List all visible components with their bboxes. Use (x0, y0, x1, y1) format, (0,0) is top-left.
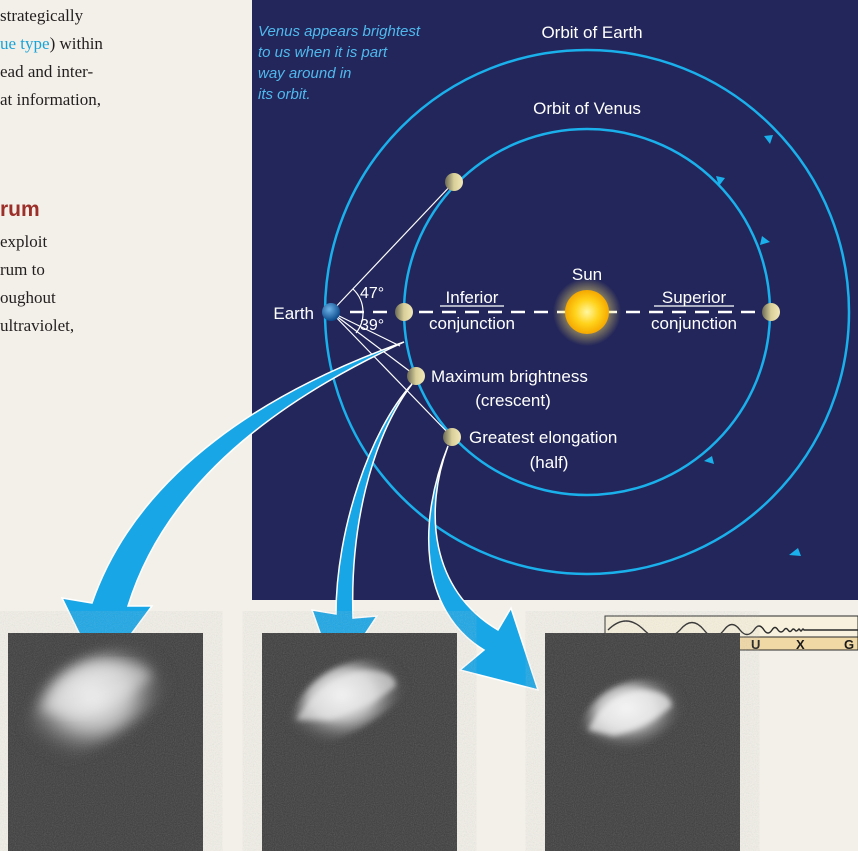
venus-photo-1 (8, 633, 203, 851)
superior-label-2: conjunction (651, 314, 737, 333)
arrowhead-icon (789, 548, 801, 556)
venus-orbit-label: Orbit of Venus (533, 99, 641, 118)
body-line: at information, (0, 90, 102, 109)
section-heading: rum (0, 198, 40, 221)
max-brightness-label-2: (crescent) (475, 391, 551, 410)
sun-icon (565, 290, 609, 334)
venus-positions (395, 173, 780, 446)
arrowhead-icon (716, 176, 725, 186)
caption-line: its orbit. (258, 86, 311, 103)
venus-superior-icon (762, 303, 780, 321)
max-brightness-label-1: Maximum brightness (431, 367, 588, 386)
earth-label: Earth (273, 304, 314, 323)
greatest-elongation-label-1: Greatest elongation (469, 428, 617, 447)
body-line: oughout (0, 288, 56, 307)
caption-line: way around in (258, 65, 351, 82)
body-line: ue type) within (0, 34, 103, 53)
venus-greatest-elongation-icon (443, 428, 461, 446)
venus-photo-2 (262, 633, 457, 851)
arrowhead-icon (704, 456, 714, 464)
body-line: exploit (0, 232, 48, 251)
caption-line: to us when it is part (258, 44, 388, 61)
body-line: rum to (0, 260, 45, 279)
inferior-label-2: conjunction (429, 314, 515, 333)
body-line: ead and inter- (0, 62, 94, 81)
orbit-direction-arrows (704, 135, 801, 556)
greatest-elongation-label-2: (half) (530, 453, 569, 472)
venus-upper-icon (445, 173, 463, 191)
venus-photo-3 (545, 633, 740, 851)
body-line: strategically (0, 6, 84, 25)
blue-type-link[interactable]: ue type (0, 34, 50, 53)
angle-47-label: 47° (360, 285, 384, 302)
inferior-label-1: Inferior (446, 288, 499, 307)
spectrum-letter-g: G (844, 637, 854, 652)
arrowhead-icon (764, 135, 773, 144)
superior-label-1: Superior (662, 288, 727, 307)
arrowhead-icon (760, 236, 770, 245)
body-text-column: strategically ue type) within ead and in… (0, 0, 250, 400)
caption-line: Venus appears brightest (258, 23, 421, 40)
sun-label: Sun (572, 265, 602, 284)
body-line: ultraviolet, (0, 316, 75, 335)
venus-inferior-icon (395, 303, 413, 321)
earth-icon (322, 303, 340, 321)
spectrum-letter-u: U (751, 637, 760, 652)
arrow-to-photo-3 (428, 445, 540, 692)
venus-max-brightness-icon (407, 367, 425, 385)
sight-lines (330, 181, 455, 438)
angle-39-label: 39° (360, 317, 384, 334)
earth-orbit-label: Orbit of Earth (541, 23, 642, 42)
spectrum-letter-x: X (796, 637, 805, 652)
